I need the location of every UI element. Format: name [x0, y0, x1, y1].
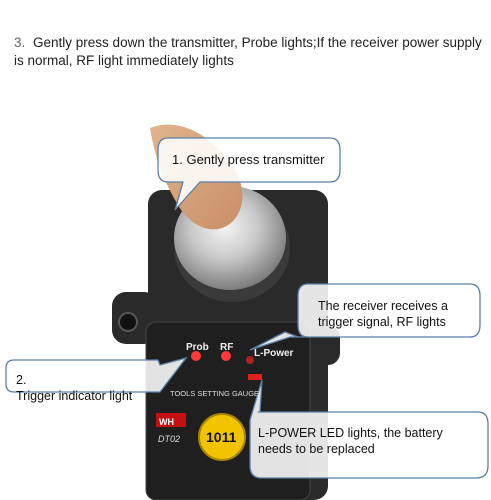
step-instruction: 3. Gently press down the transmitter, Pr… [14, 34, 484, 70]
callout-trigger-number: 2. [16, 373, 27, 387]
label-gauge: TOOLS SETTING GAUGE [170, 389, 260, 398]
rf-led [221, 351, 231, 361]
model-text: DT02 [158, 434, 181, 444]
callout-bubbles [5, 137, 489, 479]
step-number: 3. [14, 35, 26, 50]
brand-logo [156, 413, 186, 427]
step-text: Gently press down the transmitter, Probe… [14, 35, 482, 68]
callout-lpower: L-POWER LED lights, the battery needs to… [258, 426, 443, 456]
lpower-led [246, 356, 254, 364]
callout-rf: The receiver receives a trigger signal, … [318, 299, 448, 329]
callout-trigger-text: Trigger indicator light [16, 389, 133, 403]
callout-press: 1. Gently press transmitter [172, 152, 325, 167]
callout-trigger: 2. Trigger indicator light [16, 372, 132, 404]
probe-led [191, 351, 201, 361]
label-lpower: L-Power [254, 348, 294, 359]
brand-text: WH [159, 417, 174, 427]
label-rf: RF [220, 342, 234, 353]
badge-text: 1011 [206, 429, 237, 445]
label-prob: Prob [186, 342, 209, 353]
mount-hole-left [118, 312, 138, 332]
badge-disk [198, 413, 246, 461]
battery-icon [248, 374, 262, 380]
